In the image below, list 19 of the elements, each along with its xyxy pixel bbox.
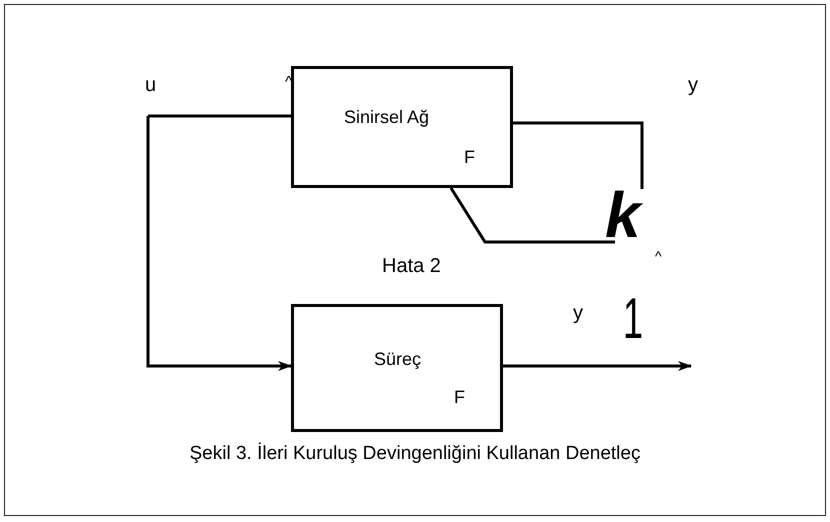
box-subscript: F	[454, 387, 465, 408]
connector-line	[146, 116, 292, 371]
signal-label: Hata 2	[382, 256, 441, 276]
signal-label: ^	[655, 249, 662, 263]
signal-label: u	[145, 75, 156, 95]
connector-line	[513, 122, 644, 189]
process-box	[291, 66, 513, 188]
signal-label: 1	[623, 290, 644, 348]
signal-label: y	[573, 303, 583, 323]
box-subscript: F	[464, 147, 475, 168]
connector-line	[450, 187, 615, 244]
box-title: Sinirsel Ağ	[344, 107, 430, 128]
connector-line	[148, 114, 291, 118]
signal-label: y	[688, 75, 698, 95]
box-title: Süreç	[374, 349, 422, 370]
figure-caption: Şekil 3. İleri Kuruluş Devingenliğini Kullanan Denetleç	[188, 443, 642, 465]
gain-symbol: k	[605, 183, 641, 247]
connector-line	[503, 361, 692, 371]
process-box	[291, 304, 503, 432]
